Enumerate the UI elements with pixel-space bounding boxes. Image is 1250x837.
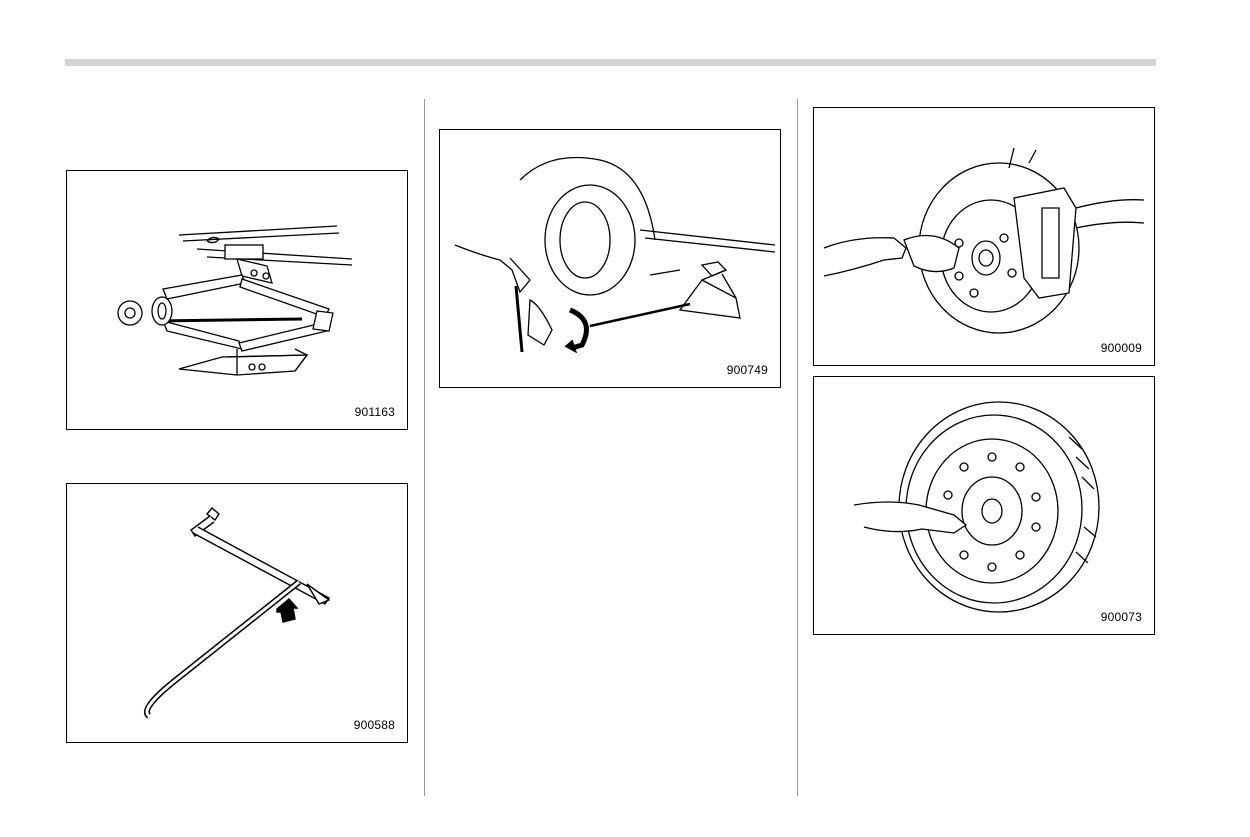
column-divider-right [797,99,798,796]
figure-code: 900749 [726,363,768,377]
figure-code: 901163 [354,405,395,419]
figure-clean-hub: 900009 [813,107,1155,366]
figure-jack-operation: 900749 [439,129,781,388]
figure-wrench-handle: 900588 [66,483,408,743]
jack-illustration [117,225,353,376]
figure-code: 900009 [1100,341,1142,355]
jack-operation-illustration [454,156,776,354]
header-rule [65,59,1156,66]
figure-code: 900588 [353,718,395,732]
clean-hub-illustration [823,147,1145,334]
wrench-handle-illustration [144,507,331,719]
column-divider-left [424,99,425,796]
figure-code: 900073 [1100,610,1142,624]
figure-jack: 901163 [66,170,408,430]
clean-spare-illustration [853,401,1100,613]
figure-clean-spare: 900073 [813,376,1155,635]
